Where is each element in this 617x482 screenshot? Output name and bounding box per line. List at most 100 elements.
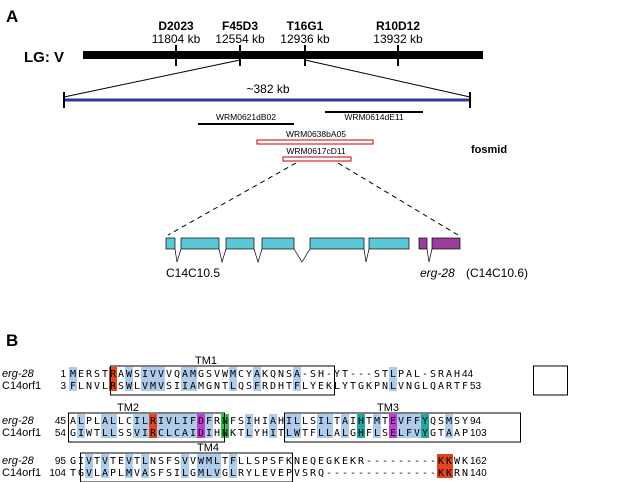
residue: F: [254, 381, 260, 392]
sequence-end-number: 140: [470, 468, 487, 479]
residue: -: [326, 468, 332, 479]
residue: V: [126, 456, 132, 467]
residue: I: [134, 416, 140, 427]
residue: S: [166, 381, 172, 392]
residue: S: [238, 416, 244, 427]
tm-label-tm3: TM3: [377, 402, 399, 414]
residue: F: [310, 428, 316, 439]
residue: -: [382, 468, 388, 479]
residue-highlight: [341, 414, 349, 426]
residue: Y: [342, 381, 348, 392]
residue: E: [318, 456, 324, 467]
residue: K: [462, 456, 468, 467]
residue-highlight: [69, 367, 77, 379]
tm1-box: [110, 365, 335, 396]
residue: G: [70, 456, 76, 467]
residue-highlight: [229, 367, 237, 379]
residue-highlight: [229, 379, 237, 391]
residue: R: [150, 416, 157, 427]
residue: -: [366, 456, 372, 467]
residue-highlight: [445, 414, 453, 426]
residue: K: [286, 456, 292, 467]
residue: -: [390, 468, 396, 479]
residue: S: [454, 416, 460, 427]
marker-name-d2023: D2023: [158, 19, 194, 33]
residue: Y: [334, 369, 340, 380]
residue: -: [398, 468, 404, 479]
residue: I: [182, 381, 188, 392]
residue-highlight: [149, 426, 157, 438]
tm2-box: [68, 412, 225, 443]
residue: R: [110, 381, 117, 392]
residue: R: [110, 369, 117, 380]
residue-highlight: [445, 466, 453, 478]
residue: N: [86, 381, 92, 392]
residue: E: [302, 456, 308, 467]
residue: M: [446, 416, 452, 427]
residue: F: [206, 416, 212, 427]
sequence-start-number: 95: [55, 456, 67, 467]
residue: I: [350, 416, 356, 427]
intron: [218, 248, 227, 264]
residue-highlight: [109, 367, 117, 379]
residue: S: [206, 369, 212, 380]
residue: V: [142, 381, 148, 392]
residue: T: [222, 381, 228, 392]
residue: V: [214, 468, 220, 479]
residue: L: [134, 381, 140, 392]
sequence-start-number: 54: [55, 428, 67, 439]
residue: A: [446, 369, 452, 380]
residue: R: [238, 468, 245, 479]
residue: C: [174, 428, 180, 439]
residue-highlight: [101, 454, 109, 466]
residue: I: [78, 428, 84, 439]
clone-label-wrm0621db02: WRM0621dB02: [216, 112, 276, 122]
residue: P: [86, 416, 92, 427]
residue: -: [414, 456, 420, 467]
residue: L: [94, 468, 100, 479]
residue: F: [406, 428, 412, 439]
residue-highlight: [109, 379, 117, 391]
residue: A: [406, 369, 412, 380]
residue-highlight: [445, 426, 453, 438]
residue: T: [110, 456, 116, 467]
residue: -: [390, 456, 396, 467]
residue: R: [214, 416, 221, 427]
residue: A: [454, 428, 460, 439]
exon: [225, 237, 255, 250]
residue: T: [454, 381, 460, 392]
residue: H: [454, 369, 460, 380]
residue: H: [358, 416, 364, 427]
residue: E: [278, 468, 284, 479]
sequence-end-number: 94: [470, 416, 482, 427]
residue: D: [198, 428, 204, 439]
residue: A: [182, 428, 188, 439]
residue: H: [278, 381, 284, 392]
residue-highlight: [317, 414, 325, 426]
residue: M: [150, 381, 156, 392]
residue: L: [142, 456, 148, 467]
residue: V: [86, 468, 92, 479]
residue: M: [374, 416, 380, 427]
residue: S: [430, 369, 436, 380]
residue: -: [422, 456, 428, 467]
residue: F: [462, 381, 468, 392]
residue: -: [326, 369, 332, 380]
residue-highlight: [357, 414, 365, 426]
sequence-name: erg-28: [2, 368, 35, 380]
residue: L: [214, 456, 220, 467]
residue: K: [230, 428, 236, 439]
residue: -: [406, 468, 412, 479]
residue-highlight: [101, 426, 109, 438]
residue: I: [182, 416, 188, 427]
marker-name-r10d12: R10D12: [376, 19, 420, 33]
residue-highlight: [245, 426, 253, 438]
residue: I: [158, 416, 164, 427]
residue: -: [302, 369, 308, 380]
residue: L: [246, 456, 252, 467]
residue-highlight: [245, 414, 253, 426]
residue: S: [134, 369, 140, 380]
residue-highlight: [213, 466, 221, 478]
residue: -: [334, 468, 340, 479]
